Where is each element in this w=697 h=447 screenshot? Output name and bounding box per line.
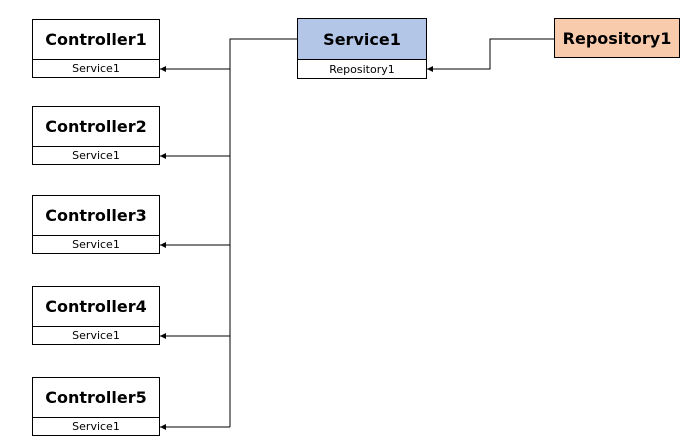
service1-dependency: Repository1 <box>297 59 427 79</box>
controller3-title: Controller3 <box>32 195 160 236</box>
repository1-title: Repository1 <box>554 18 680 58</box>
controller4-dependency: Service1 <box>32 326 160 345</box>
controller3-dependency: Service1 <box>32 235 160 254</box>
service1-title: Service1 <box>297 18 427 60</box>
controller5-dependency: Service1 <box>32 417 160 436</box>
controller1-title: Controller1 <box>32 19 160 60</box>
arrow-to-service1 <box>427 38 554 72</box>
service-trunk-line <box>229 38 297 427</box>
controller5-title: Controller5 <box>32 377 160 418</box>
controller1-dependency: Service1 <box>32 59 160 78</box>
controller2-dependency: Service1 <box>32 146 160 165</box>
controller4-title: Controller4 <box>32 286 160 327</box>
controller2-title: Controller2 <box>32 106 160 147</box>
